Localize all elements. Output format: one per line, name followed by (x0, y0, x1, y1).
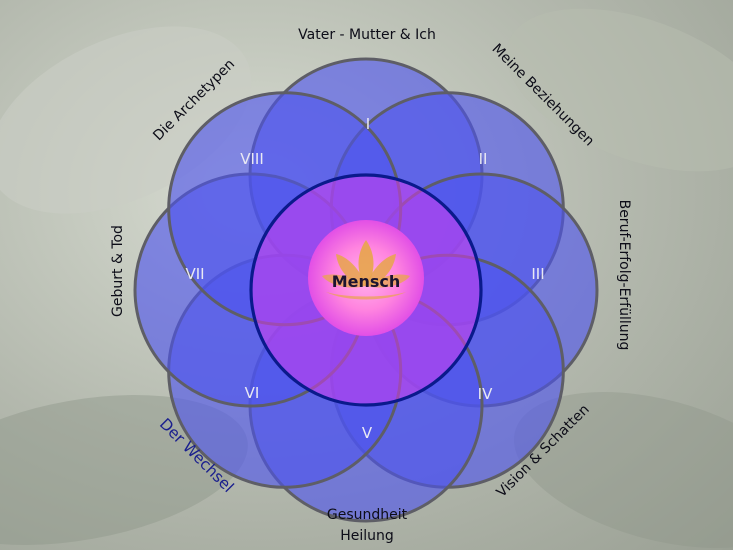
numeral-vi: VI (245, 384, 260, 402)
lotus-icon (322, 240, 410, 300)
numeral-iv: IV (478, 385, 493, 403)
numeral-v: V (362, 424, 373, 442)
center-label: Mensch (332, 272, 401, 291)
numeral-viii: VIII (240, 150, 264, 168)
label-geburt-tod: Geburt & Tod (110, 225, 126, 317)
label-heilung: Heilung (340, 528, 394, 544)
numeral-i: I (366, 115, 370, 133)
label-vater-mutter-ich: Vater - Mutter & Ich (298, 27, 436, 43)
numeral-iii: III (531, 265, 544, 283)
label-beruf-erfolg-erfuellung: Beruf-Erfolg-Erfüllung (616, 200, 632, 351)
numeral-vii: VII (185, 265, 204, 283)
numeral-ii: II (479, 150, 488, 168)
label-gesundheit: Gesundheit (327, 507, 408, 523)
central-ring (249, 173, 483, 407)
